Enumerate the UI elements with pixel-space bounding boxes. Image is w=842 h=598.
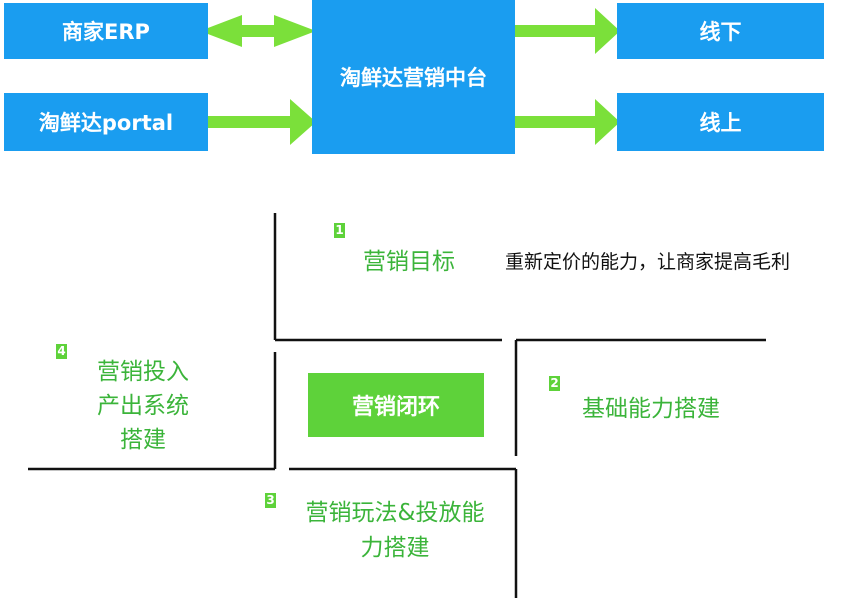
arrow-center-online	[515, 99, 620, 145]
portal-box: 淘鲜达portal	[4, 93, 208, 151]
quadrant-2-number: 2	[549, 376, 560, 391]
double-arrow-erp-center	[200, 15, 316, 47]
quadrant-3-number: 3	[265, 493, 276, 508]
arrow-center-offline	[515, 8, 620, 54]
quadrant-4-title-line2: 产出系统	[97, 393, 189, 419]
quadrant-1-number: 1	[334, 223, 345, 238]
online-box: 线上	[617, 93, 824, 151]
quadrant-4-number: 4	[56, 344, 67, 359]
quadrant-3-title-line2: 力搭建	[360, 535, 430, 561]
quadrant-1-description: 重新定价的能力，让商家提高毛利	[505, 251, 791, 273]
arrow-portal-center	[208, 99, 316, 145]
quadrant-4-title-line3: 搭建	[120, 427, 166, 453]
offline-box: 线下	[617, 3, 824, 59]
marketing-loop-box: 营销闭环	[308, 373, 484, 437]
marketing-center-box: 淘鲜达营销中台	[312, 0, 515, 154]
quadrant-1-title: 营销目标	[363, 249, 455, 275]
quadrant-4-title-line1: 营销投入	[97, 359, 189, 385]
quadrant-3-title-line1: 营销玩法&投放能	[305, 500, 485, 526]
erp-box: 商家ERP	[4, 3, 208, 59]
quadrant-2-title: 基础能力搭建	[582, 396, 720, 422]
